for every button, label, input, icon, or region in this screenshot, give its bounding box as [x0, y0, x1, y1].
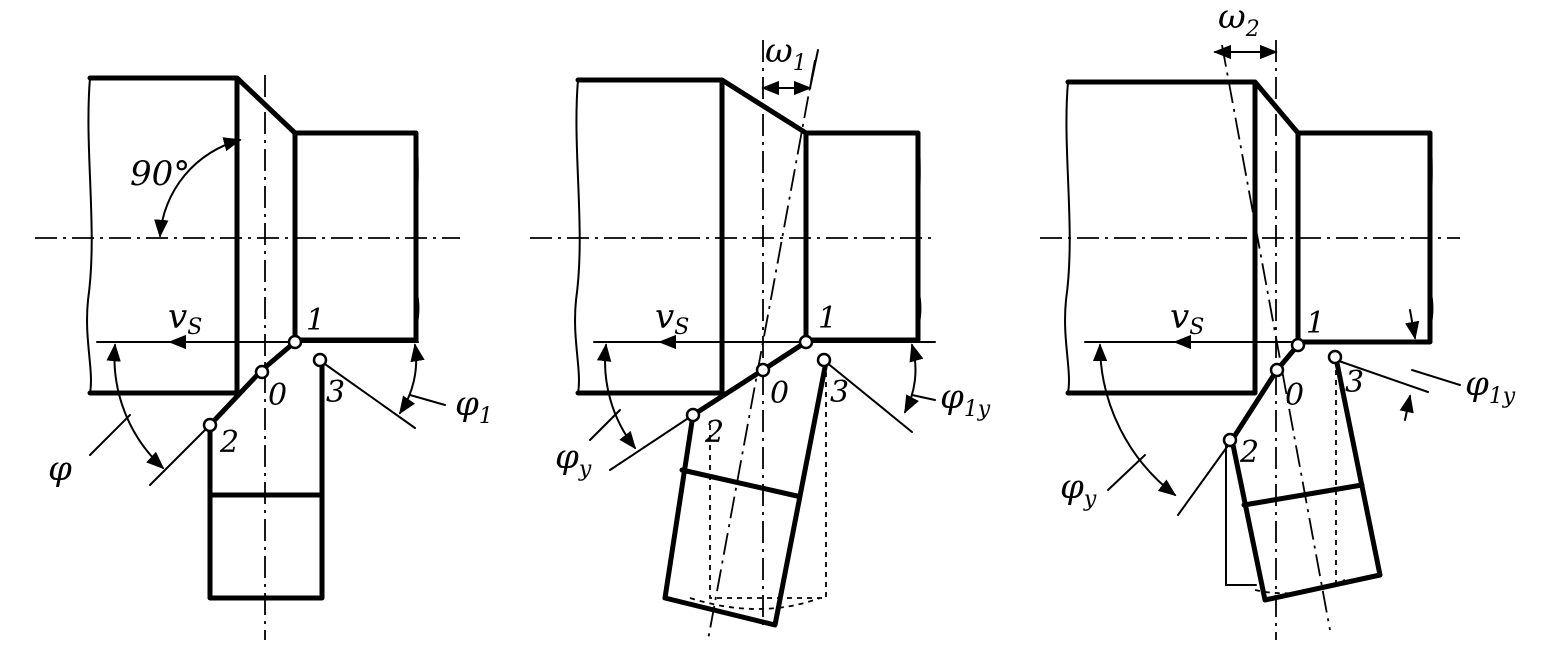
main-edge-extension-c: [1177, 439, 1233, 516]
point-2-a: [202, 417, 218, 433]
break-line-a-left: [86, 77, 93, 394]
panel-b: ω1 vS 1 0 2 3 φy φ1y: [530, 31, 991, 641]
velocity-label-b: vS: [655, 297, 689, 340]
right-angle-arc-a: [154, 137, 242, 238]
point-1-a: [287, 334, 303, 350]
phi1y-arc-b: [904, 343, 924, 414]
tool-a: [207, 339, 325, 601]
point-label-2-c: 2: [1239, 435, 1259, 470]
point-3-a: [312, 352, 328, 368]
phi1y-arrow-bottom-c: [1399, 394, 1414, 421]
panel-c: ω2 vS 1 0 2 3 φy φ1y: [1040, 0, 1516, 640]
break-line-c-left: [1064, 81, 1071, 394]
aux-edge-extension-a: [321, 361, 416, 429]
break-line-b-left: [574, 79, 581, 394]
point-label-0-c: 0: [1285, 378, 1304, 413]
main-edge-extension-b: [609, 414, 694, 471]
phi1y-label-c: φ1y: [1465, 364, 1516, 409]
omega-label-b: ω1: [765, 31, 807, 76]
point-1-c: [1290, 337, 1306, 353]
velocity-label-c: vS: [1170, 297, 1204, 340]
phi1-arc-a: [398, 343, 425, 415]
phi1y-leader-b: [911, 394, 936, 401]
phi1-label-a: φ1: [455, 384, 493, 429]
tool-holder-line-b: [679, 467, 800, 499]
angle-90-label: 90°: [130, 154, 190, 194]
panel-a: 90° vS 1 0 2 3 φ φ1: [35, 75, 493, 640]
phi-arc-a: [106, 343, 165, 470]
phi1y-arrow-top-c: [1405, 309, 1420, 340]
tool-axis-c: [1221, 44, 1331, 631]
point-3-c: [1327, 349, 1343, 365]
aux-edge-extension-c: [1335, 359, 1429, 393]
phi-leader-a: [89, 414, 131, 456]
ghost-tool-b: [709, 362, 827, 599]
point-label-0-a: 0: [268, 378, 287, 413]
main-edge-extension-a: [149, 424, 211, 486]
tool-holder-line-c: [1241, 482, 1365, 508]
point-label-3-c: 3: [1345, 365, 1364, 400]
point-label-3-a: 3: [326, 375, 345, 410]
workpiece-b: [575, 77, 921, 396]
ghost-tool-c: [1225, 439, 1257, 586]
point-0-a: [254, 364, 270, 380]
point-0-b: [755, 362, 771, 378]
phi1y-leader-c: [1411, 369, 1461, 386]
break-line-a-right: [414, 132, 420, 341]
point-2-c: [1222, 432, 1238, 448]
omega-ext-b: [809, 49, 819, 89]
point-3-b: [816, 352, 832, 368]
workpiece-a: [87, 75, 419, 396]
point-label-1-b: 1: [818, 301, 837, 336]
point-label-2-a: 2: [219, 425, 239, 460]
tool-axis-b: [707, 59, 816, 641]
phi-y-leader-c: [1107, 454, 1146, 491]
aux-edge-extension-b: [825, 361, 913, 433]
phi-y-label-b: φy: [555, 437, 592, 482]
phi1-leader-a: [409, 394, 446, 406]
phi1y-label-b: φ1y: [940, 377, 991, 422]
point-1-b: [798, 334, 814, 350]
phi-label-a: φ: [48, 449, 72, 489]
tool-b: [662, 339, 829, 628]
phi-y-leader-b: [589, 409, 621, 441]
point-label-1-c: 1: [1306, 306, 1325, 341]
break-line-c-right: [1428, 132, 1434, 343]
point-0-c: [1269, 362, 1285, 378]
phi-y-label-c: φy: [1060, 467, 1097, 512]
point-label-3-b: 3: [830, 375, 849, 410]
point-2-b: [685, 407, 701, 423]
phi-y-arc-b: [596, 343, 637, 450]
point-label-2-b: 2: [704, 415, 724, 450]
point-label-1-a: 1: [306, 303, 325, 338]
break-line-b-right: [916, 132, 922, 341]
phi-y-arc-c: [1092, 343, 1177, 497]
point-label-0-b: 0: [770, 376, 789, 411]
velocity-label-a: vS: [168, 297, 202, 340]
omega-label-c: ω2: [1218, 0, 1260, 42]
